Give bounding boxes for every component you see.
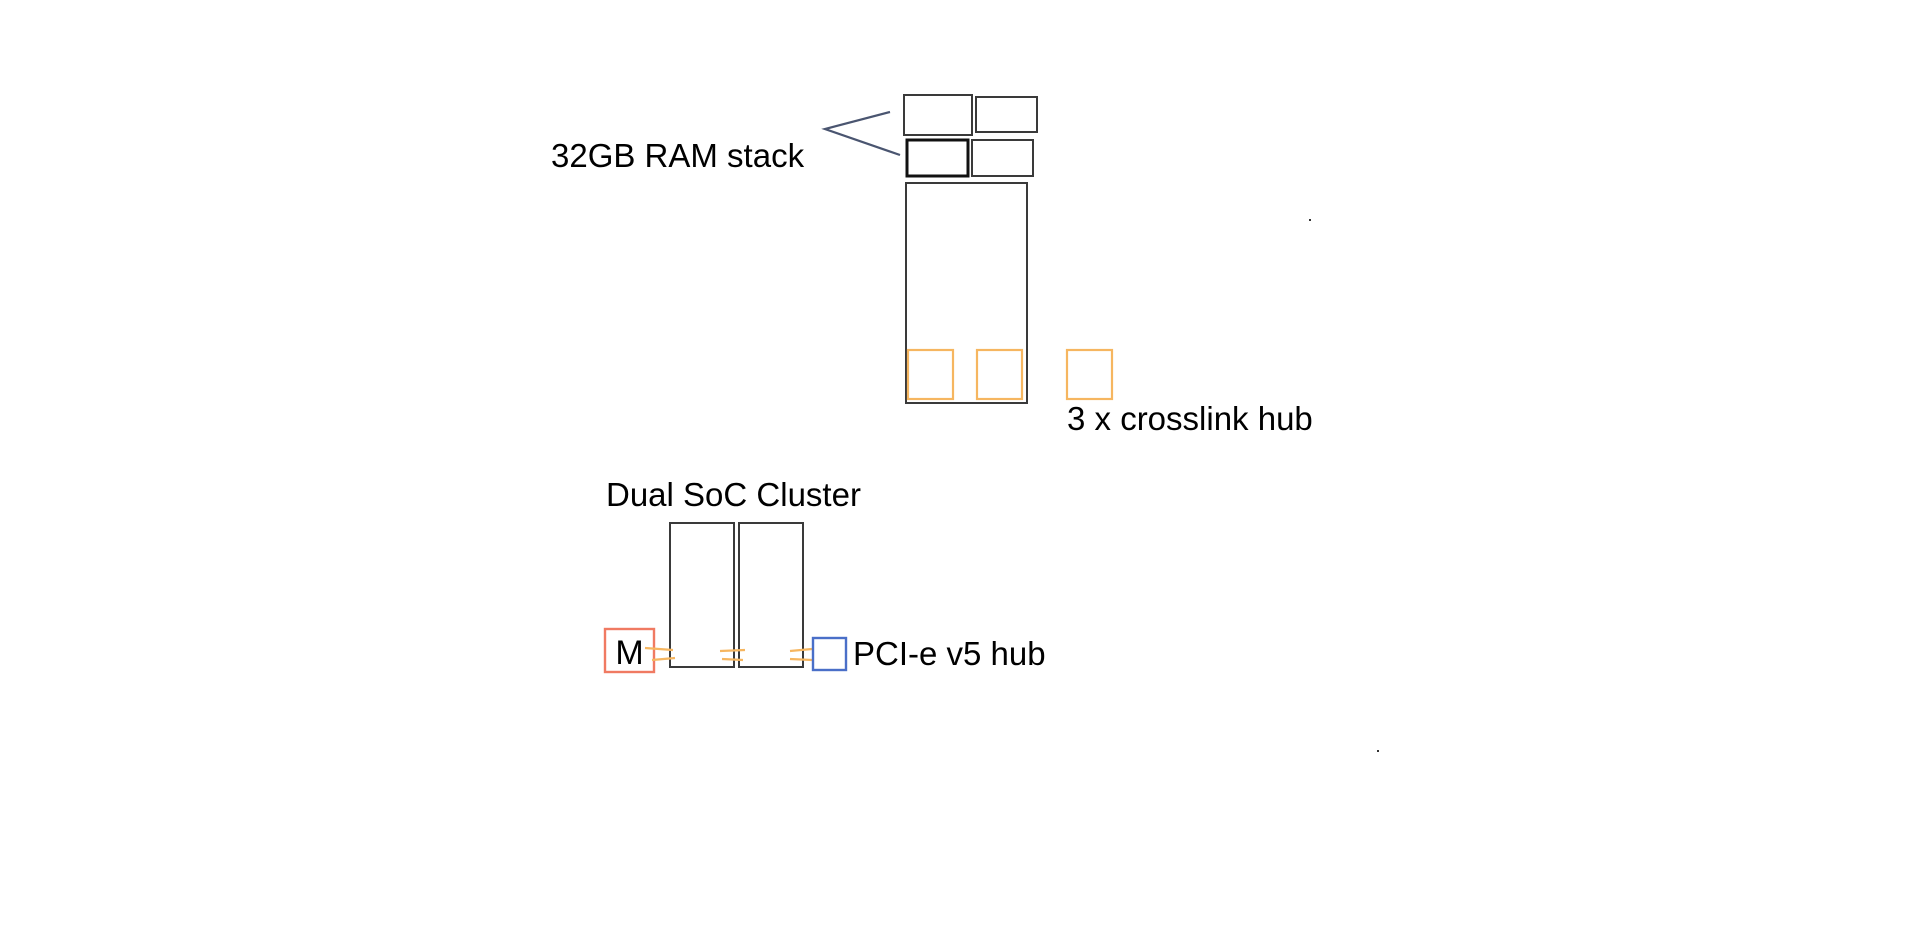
ram-pointer-lines <box>821 110 901 157</box>
soc-cluster <box>669 522 804 668</box>
soc-cluster-label: Dual SoC Cluster <box>606 476 861 513</box>
soc-unit <box>669 522 735 668</box>
pcie-hub-label: PCI-e v5 hub <box>853 635 1046 672</box>
m-module: M <box>603 627 656 674</box>
ram-module <box>975 96 1038 133</box>
connector-m-soc <box>644 646 674 652</box>
ram-module <box>903 94 973 136</box>
connector-soc-soc <box>721 657 744 662</box>
crosslink-hub-label: 3 x crosslink hub <box>1067 400 1313 437</box>
connector-soc-soc <box>719 648 746 653</box>
m-module-box <box>603 627 656 674</box>
speck <box>1377 750 1379 752</box>
crosslink-hub <box>975 348 1024 401</box>
pcie-hub-box <box>811 636 848 672</box>
ram-stack <box>903 94 1038 178</box>
m-module-label: M <box>615 634 643 672</box>
crosslink-hub <box>1065 348 1114 401</box>
crosslink-hubs <box>906 348 1114 401</box>
speck <box>1309 219 1311 221</box>
ram-stack-label: 32GB RAM stack <box>551 137 805 174</box>
connectors <box>644 646 813 662</box>
crosslink-hub <box>906 348 955 401</box>
ram-module <box>905 138 970 178</box>
ram-module <box>971 139 1034 177</box>
connector-m-soc <box>651 656 676 662</box>
soc-unit <box>738 522 804 668</box>
connector-soc-pcie <box>789 657 813 662</box>
main-board <box>905 182 1028 404</box>
connector-soc-pcie <box>789 647 813 653</box>
